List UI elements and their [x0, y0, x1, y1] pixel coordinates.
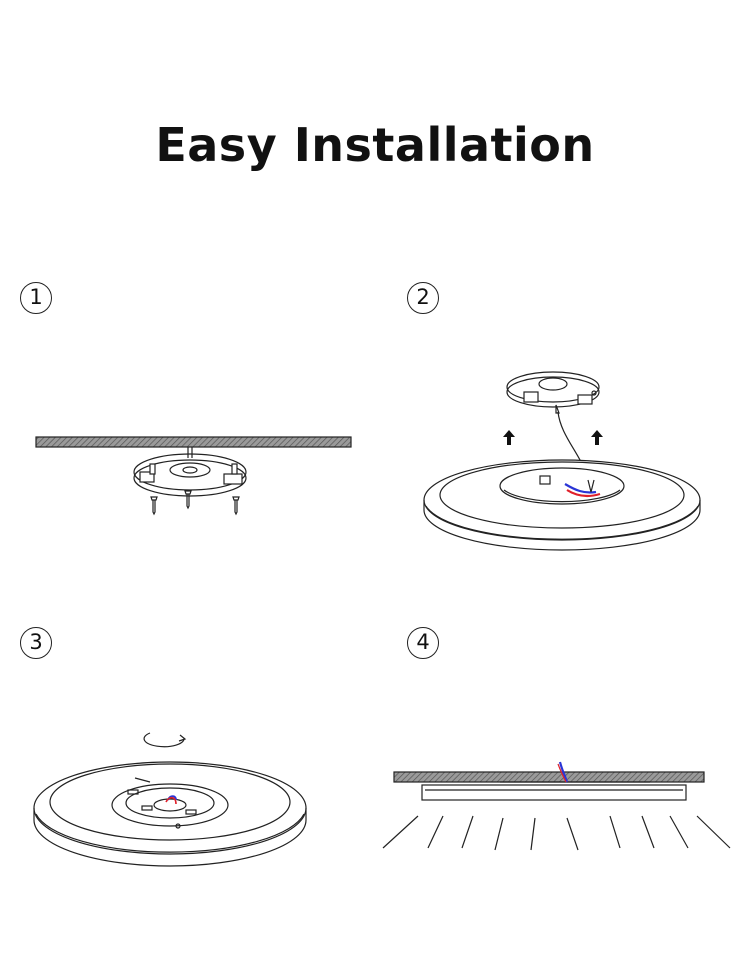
mounting-plate — [133, 447, 247, 497]
page-title: Easy Installation — [155, 118, 595, 172]
wire-4 — [558, 761, 569, 783]
light-rays-icon — [382, 815, 731, 851]
screws — [150, 490, 240, 516]
up-arrows-icon — [503, 430, 603, 445]
ceiling-4 — [393, 771, 705, 783]
flat-light-panel — [421, 784, 687, 801]
wires-red-blue — [564, 479, 601, 497]
step-number-2: 2 — [407, 282, 439, 314]
step-1-illustration — [35, 436, 352, 516]
step-3-illustration — [33, 732, 307, 867]
light-fixture — [423, 459, 701, 551]
rotate-arrow-icon — [143, 732, 185, 748]
light-fixture-installed — [33, 761, 307, 867]
step-4-illustration — [382, 761, 731, 851]
step-2-illustration — [423, 371, 701, 551]
mounting-plate-raised — [506, 371, 600, 414]
step-number-4: 4 — [407, 627, 439, 659]
ceiling-1 — [35, 436, 352, 448]
step-number-3: 3 — [20, 627, 52, 659]
step-number-1: 1 — [20, 282, 52, 314]
